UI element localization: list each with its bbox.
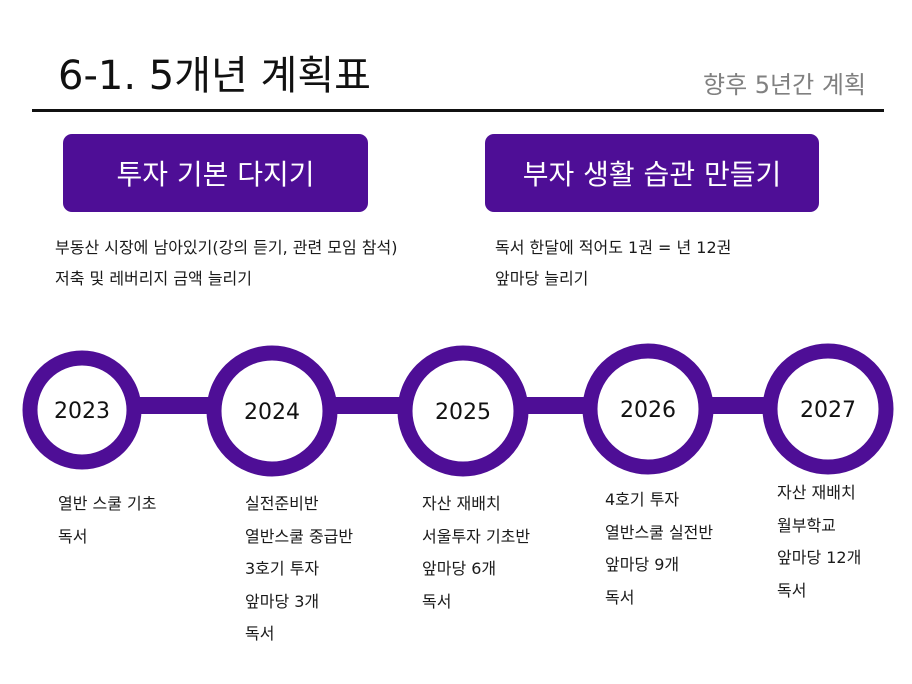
timeline-item: 3호기 투자 <box>245 559 320 578</box>
timeline-items-2023: 열반 스쿨 기초 독서 <box>58 488 157 553</box>
goal-description-line: 앞마당 늘리기 <box>495 269 589 288</box>
timeline-node-2027: 2027 <box>762 343 894 475</box>
timeline-node-ring <box>22 350 142 470</box>
timeline-node-ring <box>762 343 894 475</box>
timeline-item: 자산 재배치 <box>422 494 501 513</box>
page-subtitle: 향후 5년간 계획 <box>702 71 866 99</box>
goal-description-wealth-habits: 독서 한달에 적어도 1권 = 년 12권 앞마당 늘리기 <box>495 232 731 294</box>
goal-description-line: 저축 및 레버리지 금액 늘리기 <box>55 269 252 288</box>
timeline-item: 독서 <box>245 624 275 643</box>
goal-box-wealth-habits: 부자 생활 습관 만들기 <box>485 134 819 212</box>
timeline-item: 자산 재배치 <box>777 483 856 502</box>
timeline-item: 열반 스쿨 기초 <box>58 494 157 513</box>
timeline-item: 실전준비반 <box>245 494 319 513</box>
goal-description-line: 독서 한달에 적어도 1권 = 년 12권 <box>495 238 732 257</box>
timeline-item: 서울투자 기초반 <box>422 526 531 546</box>
timeline-item: 열반스쿨 중급반 <box>245 526 354 546</box>
timeline-item: 앞마당 9개 <box>605 555 680 574</box>
timeline-node-2025: 2025 <box>397 345 529 477</box>
timeline-item: 열반스쿨 실전반 <box>605 522 714 542</box>
timeline-node-ring <box>397 345 529 477</box>
timeline-node-2023: 2023 <box>22 350 142 470</box>
timeline-item: 독서 <box>605 587 635 607</box>
timeline-item: 독서 <box>422 591 452 611</box>
timeline-item: 4호기 투자 <box>605 490 680 509</box>
timeline-items-2027: 자산 재배치 월부학교 앞마당 12개 독서 <box>777 477 861 607</box>
timeline-year-label: 2025 <box>435 400 491 425</box>
timeline-node-ring <box>582 343 714 475</box>
timeline-node-2024: 2024 <box>206 345 338 477</box>
goal-label: 부자 생활 습관 만들기 <box>522 158 782 191</box>
goal-description-line: 부동산 시장에 남아있기(강의 듣기, 관련 모임 참석) <box>55 238 398 257</box>
timeline-items-2026: 4호기 투자 열반스쿨 실전반 앞마당 9개 독서 <box>605 484 713 614</box>
timeline-year-label: 2024 <box>244 400 300 425</box>
timeline-items-2025: 자산 재배치 서울투자 기초반 앞마당 6개 독서 <box>422 488 530 618</box>
goal-box-investment-basics: 투자 기본 다지기 <box>63 134 368 212</box>
goal-description-investment-basics: 부동산 시장에 남아있기(강의 듣기, 관련 모임 참석) 저축 및 레버리지 … <box>55 232 398 294</box>
goal-label: 투자 기본 다지기 <box>116 158 315 191</box>
timeline-item: 앞마당 6개 <box>422 559 497 578</box>
timeline-item: 월부학교 <box>777 515 836 535</box>
timeline-item: 독서 <box>58 526 88 546</box>
timeline-item: 앞마당 12개 <box>777 548 862 567</box>
timeline-year-label: 2027 <box>800 398 856 423</box>
timeline-node-2026: 2026 <box>582 343 714 475</box>
timeline-year-label: 2023 <box>54 399 110 424</box>
page-title: 6-1. 5개년 계획표 <box>58 53 371 99</box>
timeline-year-label: 2026 <box>620 398 676 423</box>
timeline-items-2024: 실전준비반 열반스쿨 중급반 3호기 투자 앞마당 3개 독서 <box>245 488 353 651</box>
timeline-item: 앞마당 3개 <box>245 591 320 611</box>
title-divider <box>32 109 884 112</box>
timeline-item: 독서 <box>777 580 807 600</box>
timeline-node-ring <box>206 345 338 477</box>
